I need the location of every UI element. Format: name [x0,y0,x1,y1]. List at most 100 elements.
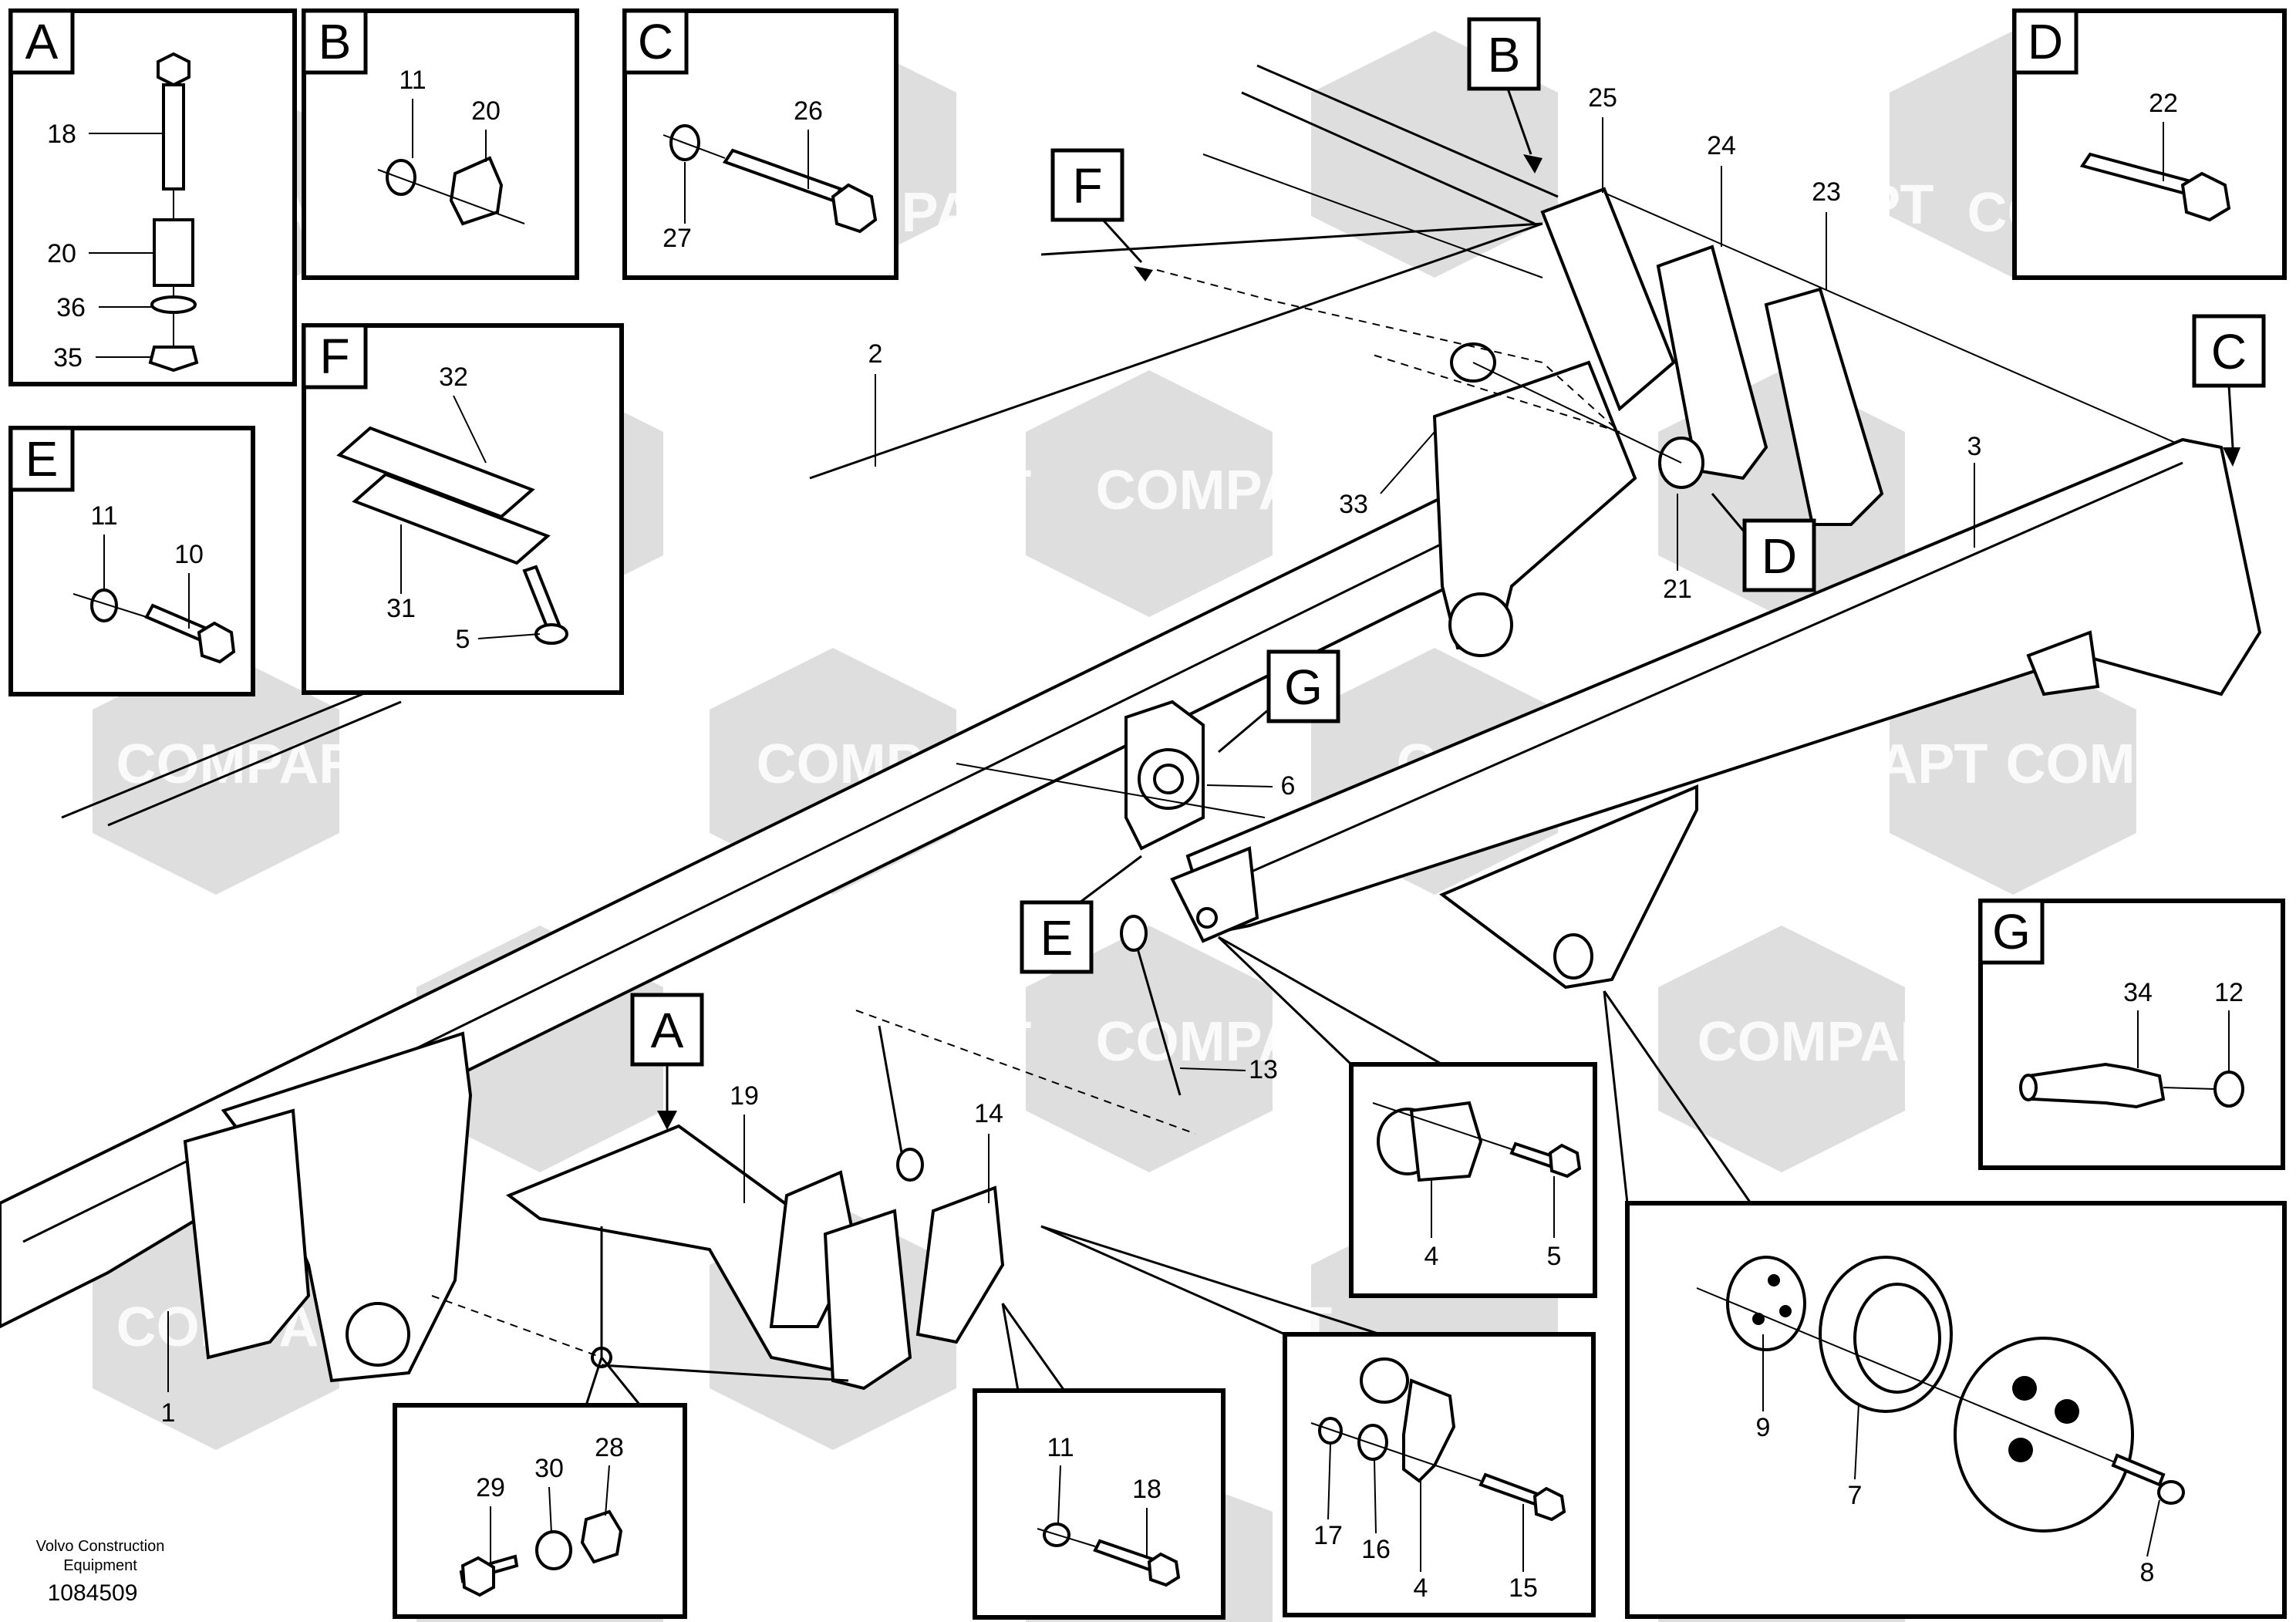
detail-box-e: E 11 10 [8,426,255,696]
footer-company-line1: Volvo Construction [36,1538,165,1555]
bracket-4 [1409,1101,1483,1182]
main-assembly [0,64,2262,1391]
label-25: 25 [1588,83,1617,113]
footer-drawing-number: 1084509 [48,1580,138,1606]
detail-box-g: G 34 12 [1978,899,2285,1170]
sub-box-hinge: 17 16 4 15 [1040,1225,1596,1617]
detail-g-label-12: 12 [2214,978,2244,1007]
sub-bolt-label-28: 28 [595,1433,624,1462]
pad-32 [336,426,535,519]
watermark-text: КОМПАРТ [758,1011,1032,1073]
sub-bolt-label-29: 29 [476,1473,505,1502]
label-1: 1 [161,1398,176,1428]
detail-f-letter: F [319,329,349,384]
main-labels: 1 2 3 6 13 14 19 21 23 24 25 33 [161,83,1982,1428]
washer-36 [150,295,197,314]
sub-hinge-label-16: 16 [1361,1535,1391,1564]
sub-washer-label-18: 18 [1132,1475,1161,1504]
callout-tag-e: E [1040,910,1074,966]
bushing-20 [153,218,194,287]
detail-d-label-22: 22 [2149,89,2178,118]
watermark-text: COMPART [1096,1011,1373,1073]
sub-hinge-label-4: 4 [1414,1573,1428,1603]
detail-d-letter: D [2028,14,2063,69]
sub-hinge-label-17: 17 [1313,1521,1343,1550]
bracket-4 [1402,1378,1456,1483]
watermark-text: КОМПАРТ [1660,174,1934,236]
pulley [1954,1337,2134,1533]
watermark-text: КОМПАРТ [758,460,1032,521]
plate-23 [1764,287,1884,526]
detail-a-label-36: 36 [56,293,86,322]
bushing-20 [449,156,504,226]
sub-pulley-label-9: 9 [1756,1413,1771,1442]
bolt-head-22 [2180,171,2231,222]
sub-washer-label-11: 11 [1047,1433,1074,1462]
detail-a-label-18: 18 [47,120,76,149]
pad-31 [352,472,551,565]
callout-tag-f: F [1072,158,1102,214]
detail-box-c: C 26 27 [622,8,899,280]
footer-company-line2: Equipment [63,1557,137,1574]
beam-end-block [1170,846,1259,943]
label-33: 33 [1339,490,1368,519]
bolt-head-15 [1532,1486,1566,1522]
label-19: 19 [730,1081,759,1111]
detail-box-d: D 22 [2012,8,2287,280]
detail-c-label-27: 27 [663,224,692,253]
bolt-head-5 [1548,1143,1582,1179]
sub-4-5-label-5: 5 [1547,1242,1562,1271]
callout-tags: B C D F G E A [630,17,2266,1130]
plate-24 [1656,244,1768,481]
plate-25 [1540,187,1676,412]
footer: Volvo Construction Equipment 1084509 [36,1538,165,1606]
sub-box-bolt-nut: 29 30 28 [393,1357,687,1619]
sub-4-5-label-4: 4 [1424,1242,1439,1271]
detail-e-label-11: 11 [90,501,117,531]
watermark-text: КОМПАРТ [118,1566,392,1622]
nut-28 [580,1509,623,1564]
detail-a-letter: A [25,14,59,69]
label-13: 13 [1249,1055,1278,1084]
bushing-4 [1360,1357,1409,1404]
detail-g-label-34: 34 [2123,978,2153,1007]
detail-a-label-20: 20 [47,239,76,268]
callout-tag-a: A [651,1003,684,1058]
detail-a-label-35: 35 [53,343,83,373]
washer-11 [90,588,118,622]
detail-c-letter: C [638,14,673,69]
nut-35 [148,346,199,373]
hinge-plate-b [823,1209,912,1391]
detail-b-letter: B [319,14,352,69]
bolt-head-29 [460,1556,495,1597]
label-6: 6 [1281,771,1296,801]
callout-tag-d: D [1762,528,1797,584]
support-1-side [183,1108,311,1360]
watermark-text: COMPART [1698,1011,1974,1073]
detail-f-label-32: 32 [439,363,468,392]
cable-eye [1120,915,1148,952]
sub-box-4-5: 4 5 [1217,936,1597,1298]
bolt-8 [2111,1453,2166,1487]
bolt-18 [162,83,185,191]
detail-e-label-10: 10 [174,540,204,569]
washer-17 [1318,1417,1343,1445]
washer-30 [535,1530,572,1570]
gusset-plate [1439,784,1698,990]
detail-b-label-11: 11 [399,66,426,95]
fitting-34 [2026,1062,2166,1109]
detail-f-label-5: 5 [456,625,470,654]
detail-box-f: F 32 31 5 [302,323,624,695]
detail-box-a: A 18 20 36 35 [8,8,297,386]
sub-pulley-label-7: 7 [1848,1481,1863,1510]
detail-g-letter: G [1992,904,2031,959]
bolt-head-10 [197,621,236,664]
label-23: 23 [1812,177,1841,207]
hinge-plate-c [915,1185,1005,1344]
spacer-16 [1357,1424,1388,1461]
callout-tag-c: C [2211,324,2247,379]
watermark-text: COMPART [2006,733,2283,795]
callout-tag-b: B [1488,27,1521,83]
flange-9 [1726,1256,1806,1351]
